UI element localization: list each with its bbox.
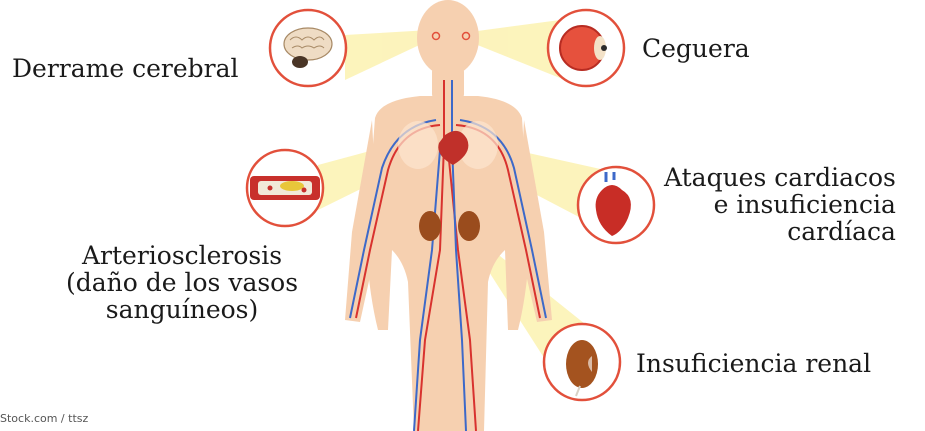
label-blindness: Ceguera: [642, 35, 750, 62]
beam-eye: [470, 20, 560, 78]
callout-kidney: [544, 324, 620, 400]
label-blindness-text: Ceguera: [642, 35, 750, 62]
label-kidney: Insuficiencia renal: [636, 350, 871, 377]
image-credit: Stock.com / ttsz: [0, 412, 88, 425]
label-stroke-text: Derrame cerebral: [12, 55, 239, 82]
label-kidney-text: Insuficiencia renal: [636, 350, 871, 377]
label-stroke: Derrame cerebral: [12, 55, 239, 82]
label-heart-line-2: e insuficiencia: [664, 191, 896, 218]
label-arterio-line-3: sanguíneos): [66, 296, 298, 323]
lung-left: [398, 121, 438, 169]
label-arterio: Arteriosclerosis (daño de los vasos sang…: [66, 242, 298, 323]
label-heart-line-3: cardíaca: [664, 218, 896, 245]
kidney-right: [458, 211, 480, 241]
label-heart: Ataques cardiacos e insuficiencia cardía…: [664, 164, 896, 245]
kidney-left: [419, 211, 441, 241]
label-arterio-line-2: (daño de los vasos: [66, 269, 298, 296]
callout-eye: [548, 10, 624, 86]
callout-brain: [270, 10, 346, 86]
label-heart-line-1: Ataques cardiacos: [664, 164, 896, 191]
artery-plaque-icon: [250, 176, 320, 200]
label-arterio-line-1: Arteriosclerosis: [66, 242, 298, 269]
callout-heart: [578, 167, 654, 243]
callout-arterio: [247, 150, 323, 226]
